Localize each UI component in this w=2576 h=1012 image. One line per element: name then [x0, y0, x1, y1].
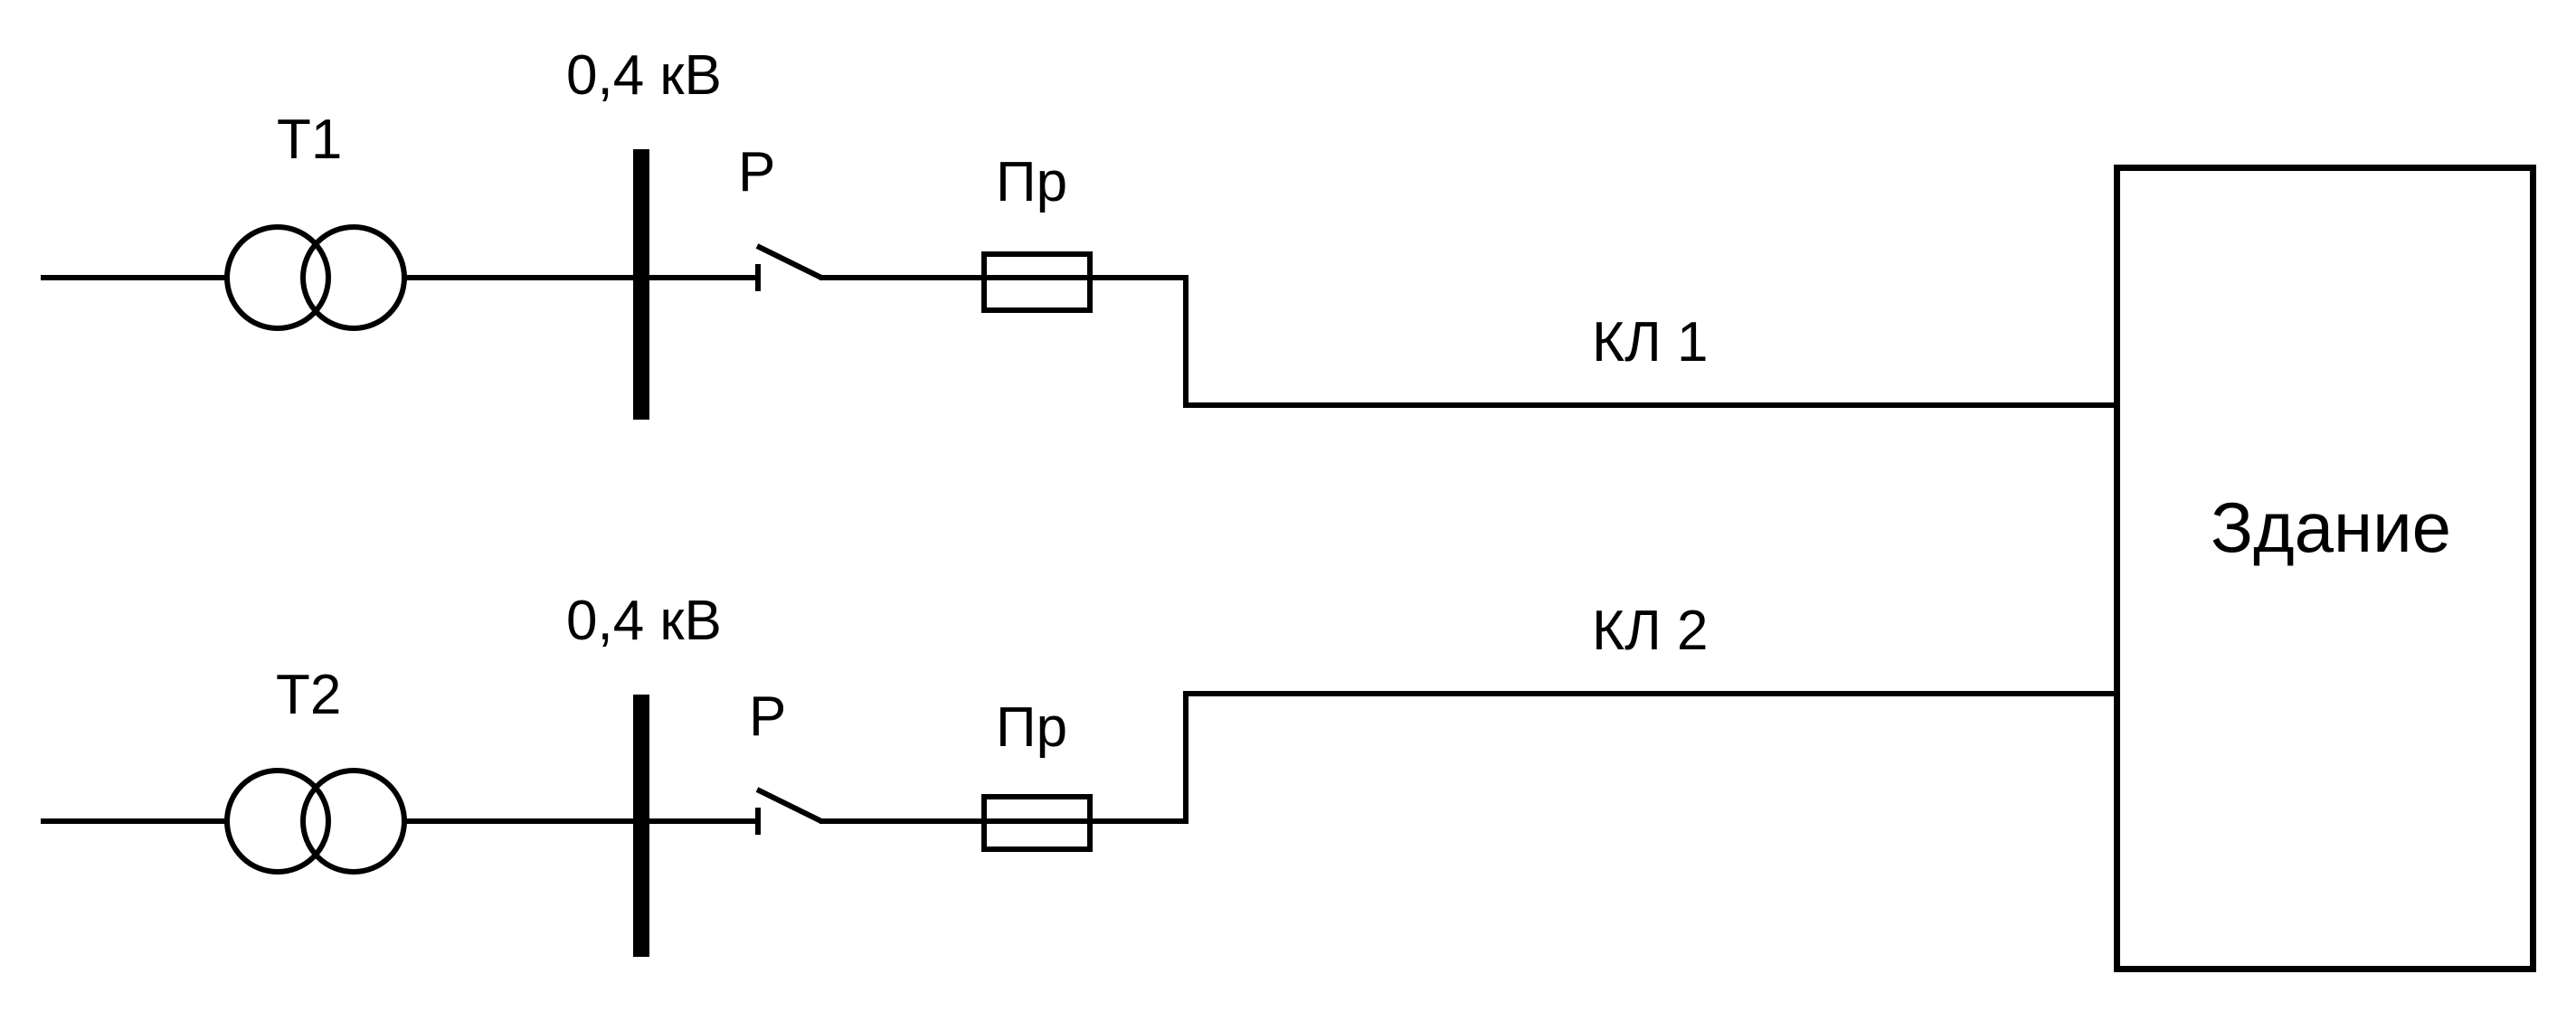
cable-label: КЛ 1 — [1592, 311, 1709, 374]
fuse-icon — [981, 251, 1093, 313]
switch-blade — [755, 243, 823, 280]
transformer-label: T2 — [276, 664, 341, 726]
building-block: Здание — [2114, 165, 2536, 972]
transformer-label: T1 — [277, 109, 342, 171]
fuse-label: Пр — [996, 696, 1067, 759]
switch-blade — [755, 787, 823, 824]
building-label: Здание — [2211, 487, 2451, 567]
disconnector-switch-icon — [755, 787, 823, 835]
transformer-icon — [224, 768, 407, 875]
cable-label: КЛ 2 — [1592, 600, 1709, 662]
primary-winding — [224, 224, 331, 331]
fuse-label: Пр — [996, 151, 1067, 213]
cable-line — [1183, 691, 2117, 824]
secondary-winding — [300, 768, 407, 875]
feeder-1: T1 0,4 кВ Р Пр КЛ 1 — [41, 44, 2117, 420]
switch-label: Р — [738, 141, 775, 203]
feeder-2: T2 0,4 кВ Р Пр КЛ 2 — [41, 590, 2117, 957]
secondary-winding — [300, 224, 407, 331]
bus-voltage-label: 0,4 кВ — [566, 44, 722, 107]
building-outline — [2114, 165, 2536, 972]
switch-label: Р — [749, 686, 786, 748]
transformer-icon — [224, 224, 407, 331]
cable-line — [1183, 275, 2117, 408]
disconnector-switch-icon — [755, 243, 823, 291]
primary-winding — [224, 768, 331, 875]
bus-voltage-label: 0,4 кВ — [566, 590, 722, 652]
fuse-icon — [981, 794, 1093, 852]
